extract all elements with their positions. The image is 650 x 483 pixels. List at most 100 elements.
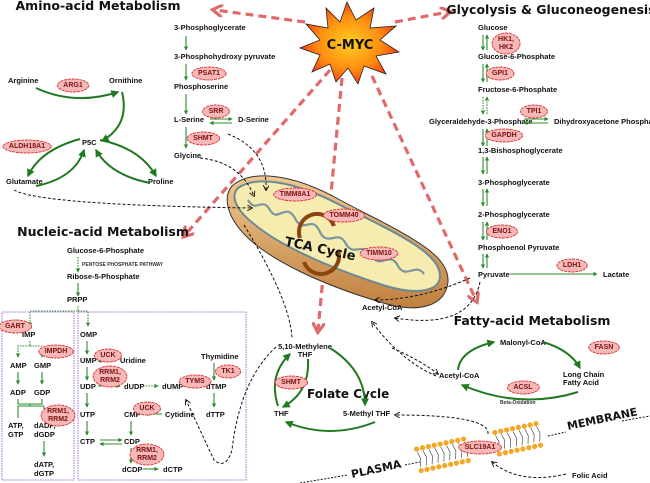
lipid-head-icon (509, 426, 516, 432)
lipid-head-icon (504, 427, 510, 433)
enzyme-shmt-amino[interactable]: SHMT (193, 135, 214, 142)
lipid-head-icon (520, 446, 526, 452)
enzyme-rrm1-cdp-cloud-icon (129, 443, 165, 466)
enzyme-gpi1[interactable]: GPI1 (492, 70, 508, 77)
tca-arrow-bottom (302, 249, 342, 276)
enzyme-hk2[interactable]: HK2 (499, 44, 513, 51)
lipid-head-icon (436, 464, 442, 470)
lipid-tail (452, 444, 457, 460)
metabolite-pyruvate: Pyruvate (478, 270, 510, 279)
purine-box (1, 311, 75, 481)
metabolite-proline: Proline (148, 177, 173, 186)
myc-to-folate-arrow (318, 77, 344, 330)
lipid-tail (440, 446, 445, 462)
enzyme-acsl-cloud-icon (507, 380, 540, 395)
c-myc-label: C-MYC (327, 38, 374, 53)
enzyme-rrm2-udp[interactable]: RRM2 (100, 377, 120, 384)
metabolite-2-phosphoglycerate: 2-Phosphoglycerate (478, 210, 550, 219)
enzyme-eno1[interactable]: ENO1 (492, 228, 511, 235)
enzyme-impdh-cloud-icon (38, 344, 74, 359)
metabolite-d-serine: D-Serine (238, 115, 269, 124)
metabolite-dctp: dCTP (163, 465, 183, 474)
lipid-head-icon (431, 442, 437, 448)
lipid-head-icon (496, 451, 503, 457)
lipid-head-icon (424, 466, 430, 472)
metabolite-atp: ATP, (8, 421, 24, 430)
lipid-head-icon (514, 447, 520, 453)
enzyme-shmt-folate[interactable]: SHMT (281, 379, 302, 386)
lipid-head-icon (537, 442, 544, 448)
enzyme-tk1[interactable]: TK1 (221, 368, 234, 375)
fatty-acid-title: Fatty-acid Metabolism (454, 313, 611, 328)
enzyme-srr[interactable]: SRR (209, 108, 224, 115)
lipid-head-icon (414, 446, 420, 452)
metabolite-lactate: Lactate (603, 270, 629, 279)
metabolite-dttp: dTTP (206, 410, 225, 419)
pyrimidine-box (77, 311, 247, 481)
enzyme-tpi1[interactable]: TPI1 (527, 108, 542, 115)
lipid-tail (506, 432, 511, 448)
metabolite-acetyl-coa-mito: Acetyl-CoA (362, 303, 403, 312)
enzyme-timm8a1[interactable]: TIMM8A1 (280, 191, 311, 198)
enzyme-rrm2-cdp[interactable]: RRM2 (137, 455, 157, 462)
enzyme-rrm2-purine[interactable]: RRM2 (48, 416, 68, 423)
enzyme-timm10-cloud-icon (359, 246, 399, 261)
nucleic-acid-pathway: Glucose-6-Phosphate PENTOSE PHOSPHATE PA… (1, 246, 247, 481)
lipid-tail (422, 450, 427, 466)
myc-to-amino-acid-arrow (215, 10, 306, 24)
metabolite-dadp: dADP, (34, 421, 56, 430)
lipid-head-icon (492, 429, 498, 436)
enzyme-arg1[interactable]: ARG1 (63, 82, 83, 89)
enzyme-rrm1-purine[interactable]: RRM1, (47, 408, 69, 415)
serine-pathway: 3-Phosphoglycerate 3-Phosphohydroxy pyru… (174, 23, 275, 160)
enzyme-tk1-cloud-icon (214, 364, 242, 379)
mitochondrion[interactable]: TCA Cycle Acetyl-CoA (226, 175, 449, 312)
enzyme-rrm1-udp[interactable]: RRM1, (99, 369, 121, 376)
myc-to-fatty-acid-arrow (370, 75, 476, 300)
enzyme-psat1-cloud-icon (191, 66, 227, 81)
plasma-label: PLASMA (350, 458, 403, 481)
enzyme-ldh1[interactable]: LDH1 (563, 262, 581, 269)
enzyme-fasn-cloud-icon (588, 340, 620, 355)
enzyme-acsl[interactable]: ACSL (513, 384, 533, 391)
metabolite-adp: ADP (10, 388, 26, 397)
enzyme-uck-cytidine-cloud-icon (132, 401, 162, 416)
metabolite-ribose-5-phosphate: Ribose-5-Phosphate (67, 272, 140, 281)
metabolite-ump: UMP (80, 356, 97, 365)
metabolite-3-phosphoglycerate: 3-Phosphoglycerate (174, 23, 246, 32)
c-myc-star[interactable]: C-MYC (298, 0, 401, 85)
enzyme-gart[interactable]: GART (5, 323, 26, 330)
folate-cycle-label: Folate Cycle (307, 387, 389, 401)
enzyme-fasn[interactable]: FASN (595, 344, 614, 351)
enzyme-uck-cytidine[interactable]: UCK (139, 405, 154, 412)
enzyme-psat1[interactable]: PSAT1 (198, 70, 220, 77)
metabolite-l-serine: L-Serine (174, 115, 204, 124)
enzyme-tyms[interactable]: TYMS (185, 378, 205, 385)
enzyme-timm8a1-cloud-icon (273, 187, 317, 202)
lipid-tail (446, 445, 451, 461)
metabolite-3-phosphohydroxy-pyruvate: 3-Phosphohydroxy pyruvate (174, 52, 275, 61)
enzyme-impdh[interactable]: IMPDH (45, 348, 68, 355)
enzyme-timm10[interactable]: TIMM10 (366, 250, 392, 257)
enzyme-tomm40[interactable]: TOMM40 (329, 212, 358, 219)
metabolite-thf: THF (274, 409, 289, 418)
transporter-slc19a1[interactable]: SLC19A1 (465, 444, 496, 451)
metabolite-cmp: CMP (124, 410, 141, 419)
lipid-head-icon (419, 445, 426, 451)
lipid-tail (518, 430, 523, 446)
enzyme-uck-uridine[interactable]: UCK (100, 352, 115, 359)
enzyme-rrm1-cdp[interactable]: RRM1, (136, 447, 158, 454)
lipid-head-icon (453, 460, 460, 466)
enzyme-srr-cloud-icon (202, 104, 230, 119)
enzyme-gapdh[interactable]: GAPDH (491, 132, 516, 139)
enzyme-hk1[interactable]: HK1, (498, 36, 514, 43)
lipid-head-icon (526, 445, 532, 451)
metabolite-prpp: PRPP (67, 295, 87, 304)
metabolite-utp: UTP (80, 410, 95, 419)
lipid-tail (530, 427, 535, 443)
enzyme-aldh18a1[interactable]: ALDH18A1 (9, 143, 45, 150)
lipid-head-icon (418, 467, 424, 474)
fatty-acid-cycle: Malonyl-CoA Acetyl-CoA Long Chain Fatty … (439, 338, 605, 406)
enzyme-clouds (0, 32, 620, 466)
